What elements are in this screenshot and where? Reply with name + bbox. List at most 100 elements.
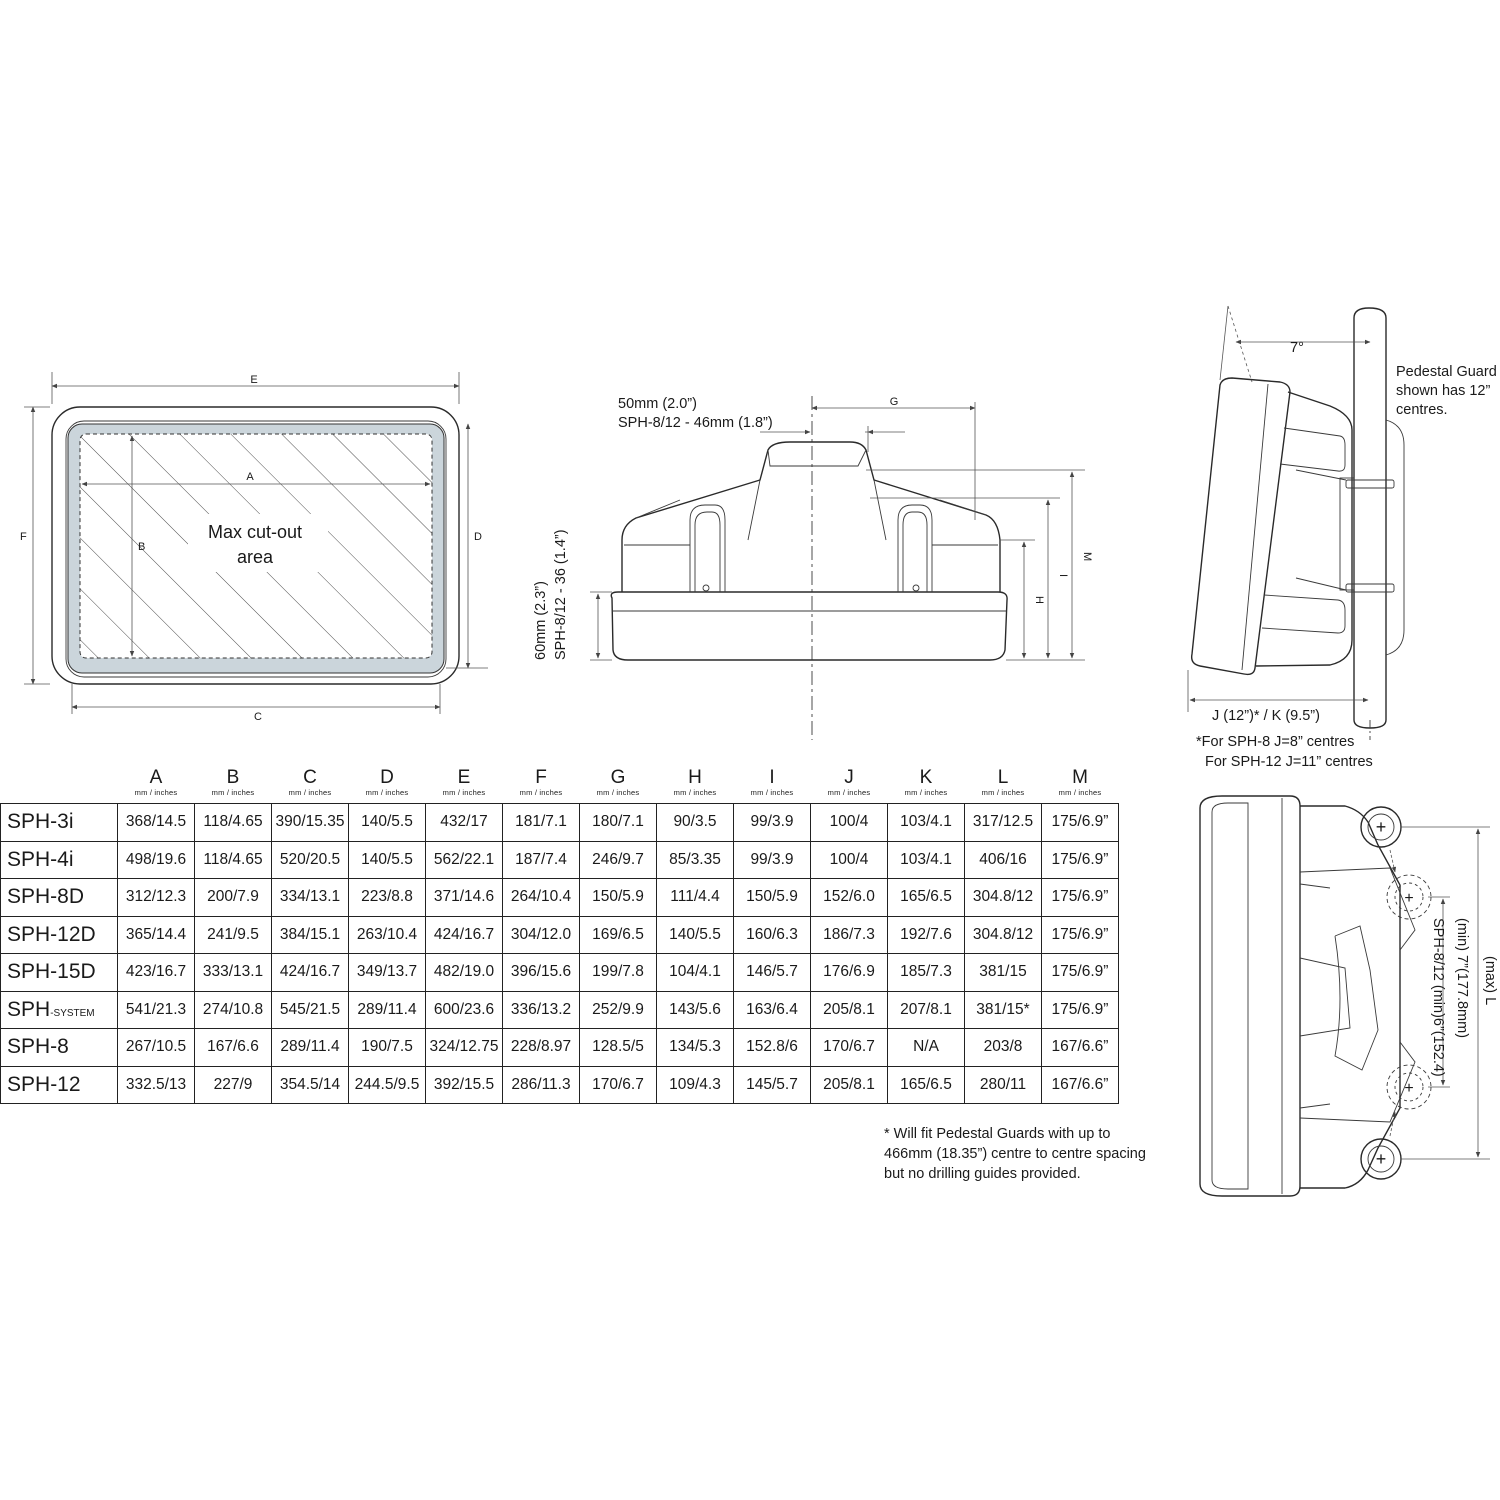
value-cell-B: 118/4.65	[194, 840, 272, 879]
model-cell: SPH-12D	[0, 915, 118, 954]
value-cell-L: 406/16	[964, 840, 1042, 879]
value-cell-E: 371/14.6	[425, 878, 503, 917]
header-blank	[1, 763, 118, 804]
plus-icon-3: +	[1404, 890, 1413, 907]
dim-label-I: I	[1057, 574, 1069, 577]
height-note-2: SPH-8/12 - 36 (1.4”)	[553, 529, 569, 660]
dim-label-B: B	[138, 541, 145, 553]
value-cell-J: 205/8.1	[810, 1065, 888, 1104]
value-cell-H: 104/4.1	[656, 953, 734, 992]
side-footnote-2: For SPH-12 J=11” centres	[1205, 754, 1373, 770]
column-unit: mm / inches	[673, 788, 717, 797]
column-letter: M	[1072, 767, 1088, 788]
value-cell-A: 498/19.6	[117, 840, 195, 879]
value-cell-G: 180/7.1	[579, 803, 657, 842]
value-cell-G: 252/9.9	[579, 990, 657, 1029]
column-letter: H	[688, 767, 702, 788]
value-cell-B: 333/13.1	[194, 953, 272, 992]
value-cell-M: 175/6.9”	[1041, 953, 1119, 992]
column-unit: mm / inches	[442, 788, 486, 797]
column-unit: mm / inches	[134, 788, 178, 797]
value-cell-H: 134/5.3	[656, 1028, 734, 1067]
value-cell-G: 170/6.7	[579, 1065, 657, 1104]
value-cell-D: 223/8.8	[348, 878, 426, 917]
value-cell-F: 304/12.0	[502, 915, 580, 954]
value-cell-C: 390/15.35	[271, 803, 349, 842]
value-cell-K: N/A	[887, 1028, 965, 1067]
value-cell-A: 368/14.5	[117, 803, 195, 842]
footnote-2: 466mm (18.35”) centre to centre spacing	[884, 1146, 1146, 1162]
value-cell-A: 312/12.3	[117, 878, 195, 917]
value-cell-L: 304.8/12	[964, 878, 1042, 917]
column-letter: E	[457, 767, 471, 788]
value-cell-D: 140/5.5	[348, 803, 426, 842]
max-label: (max) L	[1482, 956, 1498, 1005]
value-cell-I: 150/5.9	[733, 878, 811, 917]
value-cell-E: 600/23.6	[425, 990, 503, 1029]
dim-label-G: G	[890, 396, 899, 408]
value-cell-D: 190/7.5	[348, 1028, 426, 1067]
side-footnote-1: *For SPH-8 J=8” centres	[1196, 734, 1354, 750]
dim-label-D: D	[474, 531, 482, 543]
value-cell-I: 163/6.4	[733, 990, 811, 1029]
model-name: SPH-3i	[7, 810, 74, 834]
cutout-label-1: Max cut-out	[208, 522, 302, 542]
front-view: Max cut-out area E A B F D C	[20, 372, 488, 723]
model-cell: SPH-8	[0, 1028, 118, 1067]
depth-note-2: SPH-8/12 - 46mm (1.8”)	[618, 415, 773, 431]
value-cell-L: 381/15*	[964, 990, 1042, 1029]
column-letter: B	[226, 767, 240, 788]
column-letter: K	[919, 767, 933, 788]
value-cell-H: 85/3.35	[656, 840, 734, 879]
value-cell-K: 165/6.5	[887, 878, 965, 917]
model-name: SPH-15D	[7, 960, 96, 984]
value-cell-G: 246/9.7	[579, 840, 657, 879]
model-cell: SPH-3i	[0, 803, 118, 842]
dim-label-H: H	[1033, 596, 1045, 604]
value-cell-K: 103/4.1	[887, 803, 965, 842]
value-cell-A: 332.5/13	[117, 1065, 195, 1104]
value-cell-E: 392/15.5	[425, 1065, 503, 1104]
bezel-inner	[65, 420, 447, 678]
value-cell-H: 90/3.5	[656, 803, 734, 842]
value-cell-J: 170/6.7	[810, 1028, 888, 1067]
model-suffix: -SYSTEM	[50, 1007, 95, 1019]
value-cell-D: 349/13.7	[348, 953, 426, 992]
value-cell-E: 424/16.7	[425, 915, 503, 954]
value-cell-D: 289/11.4	[348, 990, 426, 1029]
value-cell-C: 424/16.7	[271, 953, 349, 992]
dim-label-A: A	[246, 471, 254, 483]
depth-note-1: 50mm (2.0”)	[618, 396, 697, 412]
rear-view: + + + + (min) 7”(177.8mm) SPH-8/12 (min)…	[1199, 795, 1498, 1197]
value-cell-C: 334/13.1	[271, 878, 349, 917]
value-cell-F: 187/7.4	[502, 840, 580, 879]
value-cell-M: 167/6.6”	[1041, 1028, 1119, 1067]
column-letter: J	[844, 767, 854, 788]
model-name: SPH-4i	[7, 847, 74, 871]
value-cell-B: 227/9	[194, 1065, 272, 1104]
value-cell-M: 175/6.9”	[1041, 803, 1119, 842]
value-cell-C: 354.5/14	[271, 1065, 349, 1104]
value-cell-B: 274/10.8	[194, 990, 272, 1029]
model-name: SPH-8D	[7, 885, 85, 909]
value-cell-M: 175/6.9”	[1041, 915, 1119, 954]
column-letter: A	[149, 767, 163, 788]
value-cell-G: 199/7.8	[579, 953, 657, 992]
value-cell-K: 207/8.1	[887, 990, 965, 1029]
column-unit: mm / inches	[904, 788, 948, 797]
column-unit: mm / inches	[1058, 788, 1102, 797]
column-letter: C	[303, 767, 317, 788]
value-cell-F: 181/7.1	[502, 803, 580, 842]
dim-label-E: E	[250, 374, 257, 386]
value-cell-H: 109/4.3	[656, 1065, 734, 1104]
value-cell-M: 175/6.9”	[1041, 840, 1119, 879]
